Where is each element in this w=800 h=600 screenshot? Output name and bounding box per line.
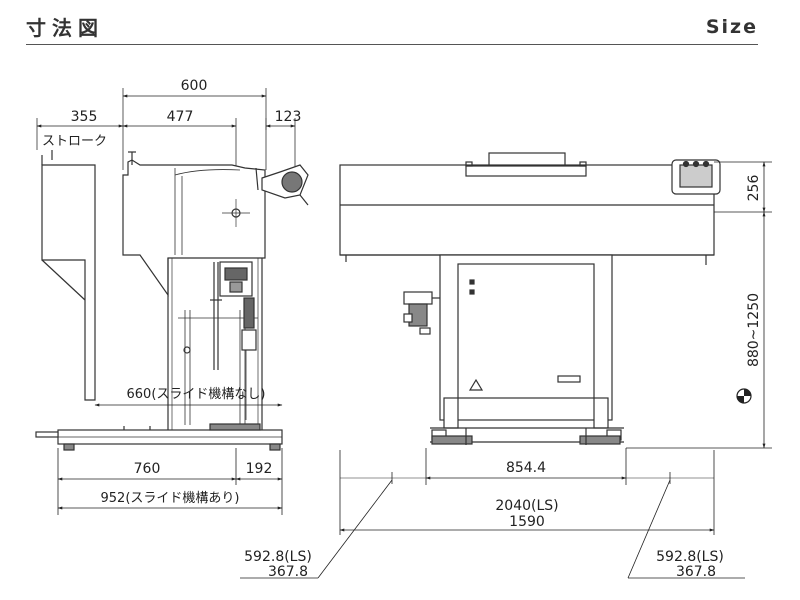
dim-right-std: 367.8 — [676, 564, 716, 580]
dim-660: 660(スライド機構なし) — [127, 387, 266, 402]
dim-256: 256 — [746, 175, 762, 202]
stroke-label: ストローク — [42, 134, 107, 149]
front-view — [339, 152, 721, 445]
dim-2040: 2040(LS) — [495, 498, 558, 514]
front-dim-lines — [240, 161, 772, 579]
dim-477: 477 — [167, 109, 194, 125]
page-title-en: Size — [705, 16, 758, 38]
dim-192: 192 — [246, 461, 273, 477]
dim-355: 355 — [71, 109, 98, 125]
dim-952: 952(スライド機構あり) — [101, 491, 240, 506]
dim-854: 854.4 — [506, 460, 546, 476]
dim-760: 760 — [134, 461, 161, 477]
side-dim-lines — [36, 94, 296, 515]
dim-880-1250: 880~1250 — [746, 293, 762, 367]
dim-600: 600 — [181, 78, 208, 94]
dim-1590: 1590 — [509, 514, 545, 530]
header-rule — [26, 44, 758, 45]
dim-left-std: 367.8 — [268, 564, 308, 580]
dim-123: 123 — [275, 109, 302, 125]
dim-left-ls: 592.8(LS) — [244, 549, 312, 565]
page-title: 寸法図 — [26, 16, 104, 40]
height-adjust-icon — [736, 388, 752, 404]
dim-right-ls: 592.8(LS) — [656, 549, 724, 565]
